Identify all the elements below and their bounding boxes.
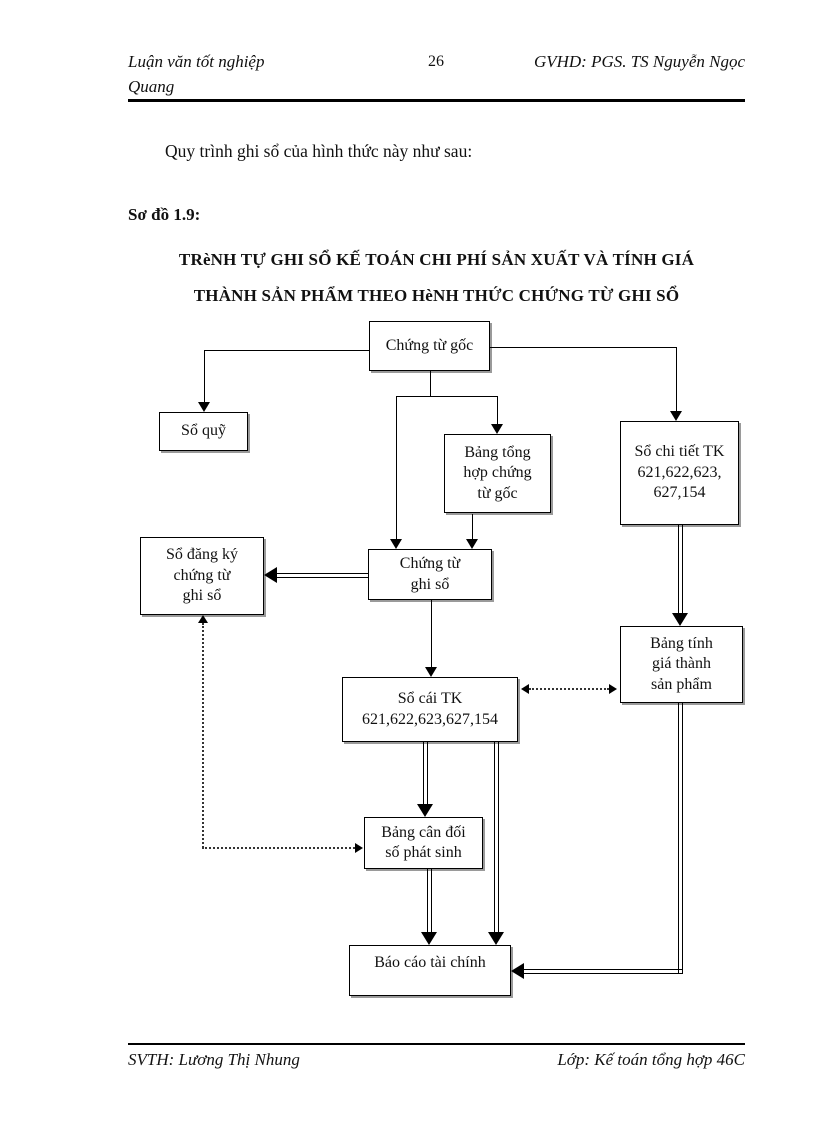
figure-title: TRèNH TỰ GHI SỔ KẾ TOÁN CHI PHÍ SẢN XUẤT… bbox=[178, 250, 695, 305]
arrowhead-down-icon bbox=[425, 667, 437, 677]
arrow-goc-to-bangtonghop-v bbox=[497, 396, 498, 426]
arrowhead-left-icon bbox=[521, 684, 529, 694]
header-wrap-line: Quang bbox=[128, 77, 175, 96]
header-page-number: 26 bbox=[428, 53, 444, 70]
dblarrow-socai-to-candoi-v bbox=[423, 742, 428, 806]
arrowhead-left-icon bbox=[264, 567, 277, 583]
intro-paragraph: Quy trình ghi sổ của hình thức này như s… bbox=[165, 141, 473, 161]
footer-right: Lớp: Kế toán tổng hợp 46C bbox=[557, 1050, 745, 1069]
arrowhead-down-icon bbox=[198, 402, 210, 412]
arrow-goc-to-soquy-v bbox=[204, 350, 205, 403]
arrow-goc-split-h bbox=[396, 396, 498, 397]
dblarrow-socai-to-baocao-v bbox=[494, 742, 499, 933]
arrowhead-down-icon bbox=[390, 539, 402, 549]
arrow-goc-to-chitiet-h bbox=[490, 347, 676, 348]
arrow-goc-split-stem bbox=[430, 371, 431, 397]
box-bang-tinh-gia-thanh: Bảng tính giá thành sản phẩm bbox=[620, 626, 743, 703]
box-chung-tu-ghi-so: Chứng từ ghi sổ bbox=[368, 549, 492, 600]
box-chung-tu-goc: Chứng từ gốc bbox=[369, 321, 490, 371]
arrow-goc-to-ghiso-v bbox=[396, 396, 397, 541]
arrowhead-up-icon bbox=[198, 615, 208, 623]
dotarrow-socai-bangtinh-h bbox=[529, 688, 609, 690]
arrowhead-right-icon bbox=[609, 684, 617, 694]
arrow-goc-to-soquy-h bbox=[204, 350, 370, 351]
arrow-ghiso-to-socai-v bbox=[431, 600, 432, 669]
footer-left: SVTH: Lương Thị Nhung bbox=[128, 1050, 300, 1069]
arrowhead-down-icon bbox=[672, 613, 688, 626]
arrow-goc-to-chitiet-v bbox=[676, 347, 677, 413]
arrow-bangtonghop-to-ghiso-v bbox=[472, 514, 473, 541]
arrowhead-down-icon bbox=[491, 424, 503, 434]
box-bang-can-doi: Bảng cân đối số phát sinh bbox=[364, 817, 483, 869]
arrowhead-down-icon bbox=[670, 411, 682, 421]
dblarrow-candoi-to-baocao-v bbox=[427, 869, 432, 933]
dblarrow-ghiso-to-dangky-h bbox=[277, 573, 368, 578]
arrowhead-down-icon bbox=[466, 539, 478, 549]
dblarrow-bangtinh-to-baocao-h bbox=[524, 969, 683, 974]
figure-label: Sơ đồ 1.9: bbox=[128, 205, 201, 224]
header-right: GVHD: PGS. TS Nguyễn Ngọc bbox=[533, 52, 745, 71]
box-so-quy: Sổ quỹ bbox=[159, 412, 248, 451]
arrowhead-down-icon bbox=[417, 804, 433, 817]
header-rule bbox=[128, 99, 745, 102]
box-so-chi-tiet-tk: Sổ chi tiết TK 621,622,623, 627,154 bbox=[620, 421, 739, 525]
dotarrow-dangky-candoi-v bbox=[202, 623, 204, 848]
box-bao-cao-tai-chinh: Báo cáo tài chính bbox=[349, 945, 511, 996]
arrowhead-down-icon bbox=[421, 932, 437, 945]
arrowhead-left-icon bbox=[511, 963, 524, 979]
arrowhead-down-icon bbox=[488, 932, 504, 945]
dotarrow-dangky-candoi-h bbox=[202, 847, 355, 849]
box-so-cai-tk: Sổ cái TK 621,622,623,627,154 bbox=[342, 677, 518, 742]
box-bang-tong-hop-chung-tu-goc: Bảng tổng hợp chứng từ gốc bbox=[444, 434, 551, 513]
box-so-dang-ky-chung-tu-ghi-so: Sổ đăng ký chứng từ ghi sổ bbox=[140, 537, 264, 615]
dblarrow-bangtinh-to-baocao-v bbox=[678, 703, 683, 974]
dblarrow-chitiet-to-bangtinh-v bbox=[678, 525, 683, 615]
footer-rule bbox=[128, 1043, 745, 1045]
header-left: Luận văn tốt nghiệp bbox=[128, 52, 265, 71]
arrowhead-right-icon bbox=[355, 843, 363, 853]
